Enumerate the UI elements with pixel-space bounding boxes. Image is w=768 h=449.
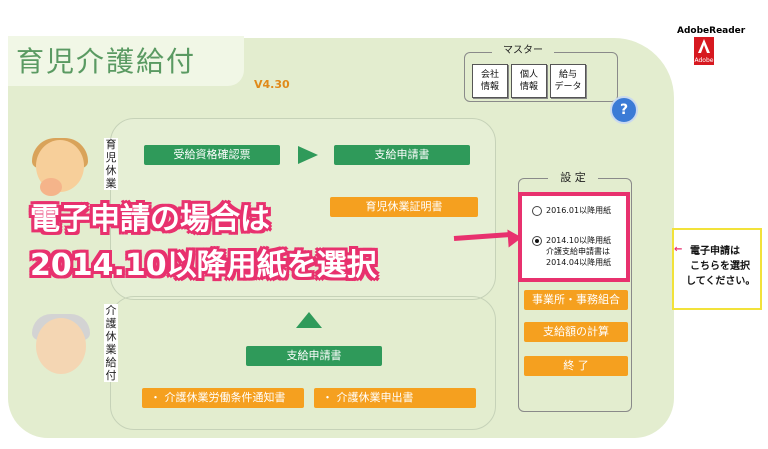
radio-2014-label: 2014.10以降用紙 — [546, 236, 612, 245]
button-line: 情報 — [480, 82, 499, 92]
qualification-button[interactable]: 受給資格確認票 — [144, 145, 280, 165]
arrow-right-icon — [298, 146, 318, 164]
salary-data-button[interactable]: 給与 データ — [550, 64, 586, 98]
note-line-3: してください。 — [686, 276, 756, 287]
app-title: 育児介護給付 — [16, 45, 197, 78]
radio-2014-sublabel-1: 介護支給申請書は — [546, 247, 610, 256]
nursing-notice-button[interactable]: ・ 介護休業労働条件通知書 — [142, 388, 304, 408]
office-button[interactable]: 事業所・事務組合 — [524, 290, 628, 310]
radio-2014-sublabel-2: 2014.04以降用紙 — [546, 258, 612, 267]
exit-button[interactable]: 終 了 — [524, 356, 628, 376]
calculation-button[interactable]: 支給額の計算 — [524, 322, 628, 342]
radio-2014[interactable] — [532, 236, 542, 246]
personal-info-button[interactable]: 個人 情報 — [511, 64, 547, 98]
arrow-up-icon — [296, 312, 322, 328]
help-icon[interactable]: ? — [610, 96, 638, 124]
annotation-line-2: 2014.10以降用紙を選択 — [30, 248, 377, 283]
button-line: 個人 — [519, 70, 538, 80]
note-box — [672, 228, 762, 310]
note-arrow-icon: ← — [674, 244, 683, 255]
nursing-request-button[interactable]: ・ 介護休業申出書 — [314, 388, 476, 408]
adobe-reader-label: AdobeReader — [677, 26, 746, 36]
nursing-vertical-label: 介護休業給付 — [104, 304, 118, 382]
note-line-1: 電子申請は — [690, 246, 740, 257]
company-info-button[interactable]: 会社 情報 — [472, 64, 508, 98]
note-line-2: こちらを選択 — [690, 261, 750, 272]
annotation-line-1: 電子申請の場合は — [30, 202, 270, 237]
version-label: V4.30 — [254, 78, 290, 91]
button-line: 会社 — [480, 70, 499, 80]
radio-2016-label: 2016.01以降用紙 — [546, 206, 612, 215]
adobe-a-icon — [698, 39, 710, 53]
childcare-application-button[interactable]: 支給申請書 — [334, 145, 470, 165]
button-line: 給与 — [558, 70, 577, 80]
button-line: データ — [554, 82, 582, 92]
childcare-certificate-button[interactable]: 育児休業証明書 — [330, 197, 478, 217]
radio-2016[interactable] — [532, 206, 542, 216]
baby-avatar — [40, 178, 62, 196]
childcare-vertical-label: 育児休業 — [104, 138, 118, 190]
adobe-logo-text: Adobe — [694, 57, 714, 64]
adobe-logo-icon[interactable]: Adobe — [694, 37, 714, 65]
annotation-arrow-icon — [507, 228, 523, 248]
nursing-application-button[interactable]: 支給申請書 — [246, 346, 382, 366]
master-label: マスター — [492, 44, 554, 58]
button-line: 情報 — [519, 82, 538, 92]
title-area — [8, 36, 244, 86]
elderly-avatar — [36, 318, 86, 374]
settings-label: 設 定 — [548, 170, 598, 186]
